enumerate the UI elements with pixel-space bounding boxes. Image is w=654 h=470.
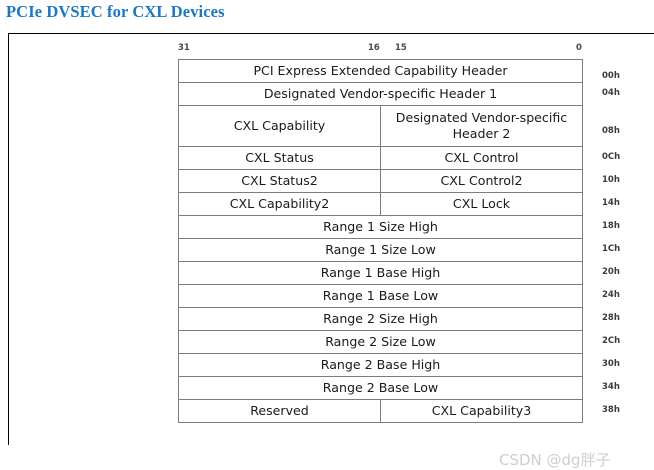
offset-label: 30h <box>602 359 620 369</box>
offset-label: 00h <box>602 71 620 81</box>
offset-label: 08h <box>602 126 620 136</box>
bit-label-0: 0 <box>576 43 582 53</box>
register-field-cell: CXL Control <box>380 146 583 170</box>
table-row: Range 1 Base Low <box>178 284 583 308</box>
register-field-cell: Range 2 Size Low <box>178 330 583 354</box>
bit-label-31: 31 <box>178 43 190 53</box>
register-field-cell: Range 1 Size High <box>178 215 583 239</box>
offset-label: 20h <box>602 267 620 277</box>
register-field-cell: Reserved <box>178 399 381 423</box>
offset-label: 14h <box>602 198 620 208</box>
offset-label: 18h <box>602 221 620 231</box>
offset-label: 28h <box>602 313 620 323</box>
register-field-cell: CXL Capability3 <box>380 399 583 423</box>
bit-label-15: 15 <box>395 43 407 53</box>
table-row: Range 2 Base High <box>178 353 583 377</box>
bit-label-16: 16 <box>368 43 380 53</box>
table-row: Range 1 Size High <box>178 215 583 239</box>
table-row: PCI Express Extended Capability Header <box>178 59 583 83</box>
register-field-cell: CXL Status2 <box>178 169 381 193</box>
offset-label: 38h <box>602 405 620 415</box>
register-field-cell: Designated Vendor-specific Header 1 <box>178 82 583 106</box>
register-field-cell: Range 2 Size High <box>178 307 583 331</box>
table-row: Range 1 Size Low <box>178 238 583 262</box>
register-field-cell: Range 2 Base High <box>178 353 583 377</box>
register-field-cell: PCI Express Extended Capability Header <box>178 59 583 83</box>
offset-label: 24h <box>602 290 620 300</box>
bit-position-ruler: 31 16 15 0 <box>9 42 654 56</box>
register-field-cell: CXL Status <box>178 146 381 170</box>
register-field-cell: Designated Vendor-specific Header 2 <box>380 105 583 147</box>
page-title: PCIe DVSEC for CXL Devices <box>6 2 225 21</box>
register-field-cell: Range 1 Base Low <box>178 284 583 308</box>
register-field-cell: CXL Capability2 <box>178 192 381 216</box>
table-row: Range 2 Size High <box>178 307 583 331</box>
offset-label: 1Ch <box>602 244 621 254</box>
table-row: Range 1 Base High <box>178 261 583 285</box>
offset-label: 10h <box>602 175 620 185</box>
table-row: Range 2 Size Low <box>178 330 583 354</box>
register-field-cell: Range 1 Base High <box>178 261 583 285</box>
register-field-cell: CXL Lock <box>380 192 583 216</box>
table-row: Range 2 Base Low <box>178 376 583 400</box>
offset-label: 34h <box>602 382 620 392</box>
watermark-text: CSDN @dg胖子 <box>499 451 611 469</box>
register-field-cell: CXL Capability <box>178 105 381 147</box>
offset-label: 0Ch <box>602 152 621 162</box>
register-field-cell: Range 1 Size Low <box>178 238 583 262</box>
offset-label: 04h <box>602 88 620 98</box>
table-row: Designated Vendor-specific Header 1 <box>178 82 583 106</box>
offset-address-column: 00h 04h 08h 0Ch 10h 14h 18h 1Ch 20h 24h 28h 2Ch 30h 3… <box>591 59 651 422</box>
offset-label: 2Ch <box>602 336 621 346</box>
register-field-cell: Range 2 Base Low <box>178 376 583 400</box>
register-field-cell: CXL Control2 <box>380 169 583 193</box>
diagram-frame: 31 16 15 0 PCI Express Extended Capabili… <box>8 33 654 469</box>
